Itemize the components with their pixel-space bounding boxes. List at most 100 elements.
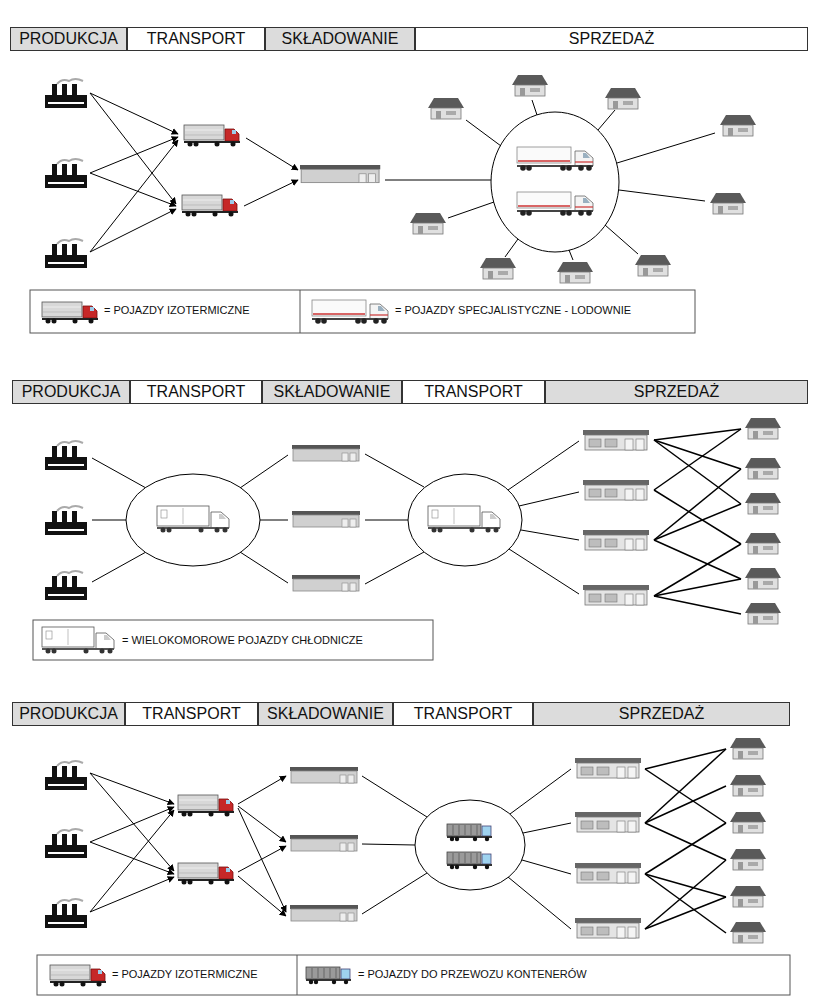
distribution-ellipse bbox=[415, 800, 525, 890]
stage-cell: PRODUKCJA bbox=[10, 27, 127, 51]
legend-divider bbox=[300, 290, 301, 333]
flow-line bbox=[505, 239, 518, 257]
flow-arrow bbox=[90, 842, 174, 874]
flow-arrow bbox=[90, 773, 174, 871]
warehouse-icon bbox=[292, 575, 360, 591]
stage-cell: TRANSPORT bbox=[127, 27, 265, 51]
flow-line bbox=[510, 769, 571, 814]
warehouse-icon bbox=[292, 511, 360, 527]
flow-line bbox=[645, 823, 726, 860]
flow-line bbox=[654, 544, 741, 596]
house-icon bbox=[745, 493, 781, 514]
multi-compartment-truck-icon bbox=[157, 506, 229, 533]
store-icon bbox=[583, 530, 649, 550]
isothermal-truck-icon bbox=[184, 125, 240, 147]
isothermal-truck-icon bbox=[178, 795, 234, 817]
flow-line bbox=[569, 250, 573, 260]
flow-arrow bbox=[238, 776, 286, 804]
flow-arrow bbox=[90, 93, 178, 134]
stage-label: PRODUKCJA bbox=[19, 705, 118, 723]
store-icon bbox=[575, 758, 641, 778]
flow-line bbox=[654, 440, 741, 469]
multi-compartment-truck-icon bbox=[42, 627, 114, 654]
factory-icon bbox=[45, 899, 87, 928]
container-truck-icon bbox=[306, 967, 351, 984]
factory-icon bbox=[45, 571, 87, 600]
flow-line bbox=[448, 202, 494, 218]
flow-line bbox=[654, 469, 741, 540]
flow-arrow bbox=[90, 810, 174, 912]
stage-label: SKŁADOWANIE bbox=[267, 705, 384, 723]
house-icon bbox=[730, 775, 766, 796]
house-icon bbox=[745, 603, 781, 624]
flow-line bbox=[645, 749, 726, 823]
stage-label: TRANSPORT bbox=[147, 30, 245, 48]
stage-label: TRANSPORT bbox=[424, 383, 522, 401]
stage-cell: PRODUKCJA bbox=[12, 380, 130, 404]
legend-frame bbox=[33, 620, 433, 660]
house-icon bbox=[745, 568, 781, 589]
house-icon bbox=[745, 458, 781, 479]
store-icon bbox=[583, 430, 649, 450]
house-icon bbox=[730, 886, 766, 907]
legend-frame bbox=[37, 955, 790, 995]
stage-cell: TRANSPORT bbox=[130, 380, 262, 404]
flow-line bbox=[240, 552, 288, 583]
flow-line bbox=[260, 520, 288, 521]
legend-frame bbox=[30, 290, 695, 333]
flow-line bbox=[362, 844, 415, 845]
house-icon bbox=[605, 88, 641, 109]
flow-line bbox=[654, 490, 741, 544]
warehouse-icon bbox=[290, 905, 358, 921]
warehouse-icon bbox=[290, 835, 358, 851]
house-icon bbox=[428, 98, 464, 119]
house-icon bbox=[720, 115, 756, 136]
store-icon bbox=[575, 863, 641, 883]
flow-arrow bbox=[90, 140, 178, 252]
flow-arrow bbox=[90, 773, 174, 804]
flow-line bbox=[645, 874, 726, 933]
stage-cell: TRANSPORT bbox=[393, 702, 533, 726]
flow-line bbox=[521, 530, 579, 540]
house-icon bbox=[635, 255, 671, 276]
flow-line bbox=[654, 429, 741, 490]
flow-line bbox=[519, 492, 579, 506]
reefer-truck-icon bbox=[312, 300, 388, 324]
distribution-ellipse bbox=[408, 474, 522, 566]
multi-compartment-truck-icon bbox=[428, 506, 500, 533]
stage-label: TRANSPORT bbox=[142, 705, 240, 723]
factory-icon bbox=[45, 441, 87, 470]
legend-divider bbox=[297, 955, 298, 995]
flow-line bbox=[365, 520, 408, 521]
flow-line bbox=[508, 441, 579, 490]
flow-arrow bbox=[244, 180, 298, 206]
stage-cell: SKŁADOWANIE bbox=[265, 27, 415, 51]
legend-label: = POJAZDY IZOTERMICZNE bbox=[112, 968, 258, 980]
house-icon bbox=[710, 193, 746, 214]
factory-icon bbox=[45, 506, 87, 535]
flow-arrow bbox=[90, 93, 176, 204]
reefer-truck-icon bbox=[517, 147, 593, 171]
flow-line bbox=[92, 552, 146, 582]
container-truck-icon bbox=[447, 852, 492, 869]
stage-label: PRODUKCJA bbox=[22, 383, 121, 401]
factory-icon bbox=[45, 761, 87, 790]
flow-line bbox=[362, 776, 427, 817]
flow-line bbox=[466, 120, 501, 146]
house-icon bbox=[512, 75, 548, 96]
store-icon bbox=[575, 918, 641, 938]
isothermal-truck-icon bbox=[182, 195, 238, 217]
flow-line bbox=[532, 100, 537, 115]
flow-line bbox=[645, 860, 726, 929]
legend-label: = WIELOKOMOROWE POJAZDY CHŁODNICZE bbox=[122, 634, 363, 646]
house-icon bbox=[730, 849, 766, 870]
flow-arrow bbox=[90, 209, 176, 252]
stage-cell: SKŁADOWANIE bbox=[258, 702, 393, 726]
stage-label: TRANSPORT bbox=[147, 383, 245, 401]
flow-line bbox=[619, 190, 705, 201]
flow-line bbox=[522, 860, 571, 874]
factory-icon bbox=[45, 79, 87, 108]
flow-line bbox=[509, 549, 579, 594]
